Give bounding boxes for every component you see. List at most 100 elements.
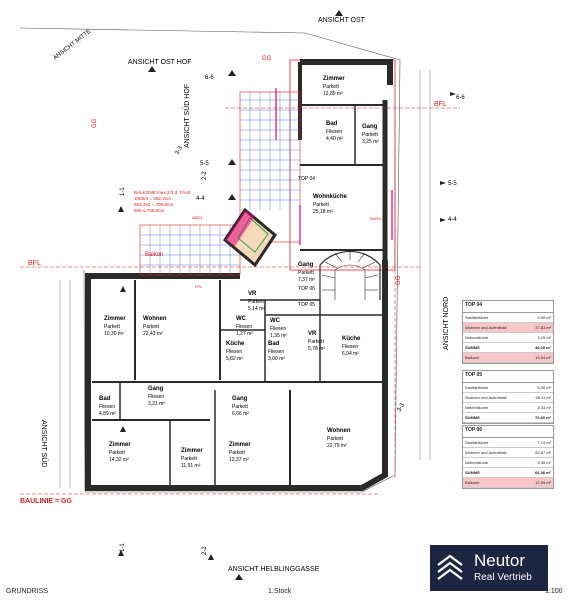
room-label: Wohnen Parkett 22,79 m² (327, 428, 351, 449)
svg-text:Parkett: Parkett (232, 404, 248, 410)
svg-text:1,27 m²: 1,27 m² (236, 331, 253, 337)
footer-left: GRUNDRISS (6, 588, 49, 595)
marker-aw03: AW03 (370, 216, 382, 221)
svg-text:7,37 m²: 7,37 m² (298, 277, 315, 283)
svg-text:Zimmer: Zimmer (229, 442, 251, 448)
marker-gg-left: GG (92, 118, 98, 128)
room-label: Wohnküche Parkett 25,18 m² (313, 194, 348, 215)
svg-text:353,3x2 = 706,6cm: 353,3x2 = 706,6cm (134, 202, 173, 207)
svg-text:Wohnküche: Wohnküche (313, 194, 348, 200)
svg-text:6,04 m²: 6,04 m² (342, 351, 359, 357)
svg-text:3,25 m²: 3,25 m² (362, 139, 379, 145)
balkon-label: Balkon (145, 252, 163, 258)
magenta-accents (275, 88, 393, 245)
svg-text:4,40 m²: 4,40 m² (326, 136, 343, 142)
section-triangles (118, 10, 456, 580)
marker-55-left: 5-5 (200, 161, 209, 167)
marker-bfl-right: BFL (434, 101, 447, 108)
room-label: WC Fliesen 1,35 m² (270, 318, 287, 339)
svg-text:Parkett: Parkett (248, 299, 264, 305)
svg-text:VR: VR (308, 331, 317, 337)
svg-text:605 ≤ 706,6cm: 605 ≤ 706,6cm (134, 208, 165, 213)
svg-text:BALKONE max 2/3 d. Front: BALKONE max 2/3 d. Front (134, 190, 191, 195)
svg-text:WC: WC (270, 318, 281, 324)
svg-text:Fliesen: Fliesen (326, 129, 342, 135)
staircase (319, 250, 381, 300)
svg-text:Zimmer: Zimmer (181, 448, 203, 454)
label-ansicht-sued-hof: ANSICHT SÜD HOF (183, 84, 191, 148)
room-label: Gang Fliesen 3,21 m² (148, 386, 165, 407)
marker-22-top: 2-2 (202, 171, 208, 180)
svg-text:3,21 m²: 3,21 m² (148, 401, 165, 407)
svg-text:22,79 m²: 22,79 m² (327, 443, 347, 449)
footer-center: 1.Stock (268, 588, 292, 595)
svg-text:Fliesen: Fliesen (236, 324, 252, 330)
marker-aw01: AW01 (192, 215, 204, 220)
svg-text:1065/3 = 352,3cm: 1065/3 = 352,3cm (134, 196, 171, 201)
label-ansicht-nord: ANSICHT NORD (443, 297, 450, 350)
svg-text:Gang: Gang (298, 262, 314, 268)
marker-55-right: 5-5 (448, 181, 457, 187)
dimension-lines (59, 70, 431, 488)
building-walls (85, 59, 393, 491)
svg-text:1,35 m²: 1,35 m² (270, 333, 287, 339)
svg-text:Küche: Küche (342, 336, 361, 342)
svg-text:Zimmer: Zimmer (109, 442, 131, 448)
marker-44-left: 4-4 (196, 196, 205, 202)
top-05-label: TOP 05 (298, 302, 315, 308)
svg-text:Gang: Gang (232, 396, 248, 402)
room-label: Küche Fliesen 6,04 m² (342, 336, 361, 357)
svg-text:Parkett: Parkett (327, 436, 343, 442)
svg-text:Fliesen: Fliesen (148, 394, 164, 400)
svg-text:Parkett: Parkett (109, 450, 125, 456)
label-ansicht-mitte: ANSICHT MITTE (53, 29, 93, 62)
room-label: Bad Fliesen 4,40 m² (326, 121, 343, 142)
svg-text:Parkett: Parkett (104, 324, 120, 330)
svg-text:3,00 m²: 3,00 m² (268, 356, 285, 362)
svg-text:22,43 m²: 22,43 m² (143, 331, 163, 337)
label-ansicht-ost: ANSICHT OST (318, 17, 366, 24)
room-label: Bad Fliesen 3,00 m² (268, 341, 285, 362)
label-ansicht-helbling: ANSICHT HELBLINGGASSE (228, 566, 320, 573)
svg-text:Parkett: Parkett (323, 84, 339, 90)
svg-text:Fliesen: Fliesen (270, 326, 286, 332)
room-label: Küche Fliesen 5,82 m² (226, 341, 245, 362)
reference-lines (20, 107, 460, 495)
marker-66-top: 6-6 (205, 75, 214, 81)
svg-text:Fliesen: Fliesen (99, 404, 115, 410)
marker-66-right: 6-6 (456, 95, 465, 101)
top-06-label: TOP 06 (298, 286, 315, 292)
logo-name: Neutor (474, 551, 526, 570)
label-ansicht-ost-hof: ANSICHT OST HOF (128, 59, 192, 66)
svg-text:Gang: Gang (362, 124, 378, 130)
svg-text:Zimmer: Zimmer (323, 76, 345, 82)
svg-text:VR: VR (248, 291, 257, 297)
svg-text:Parkett: Parkett (313, 202, 329, 208)
roof-icon (437, 554, 463, 580)
marker-11-bottom: 1-1 (120, 543, 126, 552)
table-title: TOP 04 (463, 301, 553, 313)
svg-text:Fliesen: Fliesen (226, 349, 242, 355)
svg-text:6,66 m²: 6,66 m² (232, 411, 249, 417)
marker-22-bottom: 2-2 (202, 546, 208, 555)
svg-text:Parkett: Parkett (298, 270, 314, 276)
svg-text:Parkett: Parkett (229, 450, 245, 456)
marker-gg-top: GG (262, 56, 272, 62)
svg-text:Fliesen: Fliesen (268, 349, 284, 355)
room-label: Zimmer Parkett 10,30 m² (104, 316, 126, 337)
room-label: VR Parkett 5,78 m² (308, 331, 325, 352)
marker-33-top: 3-3 (175, 145, 185, 156)
room-label: Zimmer Parkett 11,91 m² (181, 448, 203, 469)
